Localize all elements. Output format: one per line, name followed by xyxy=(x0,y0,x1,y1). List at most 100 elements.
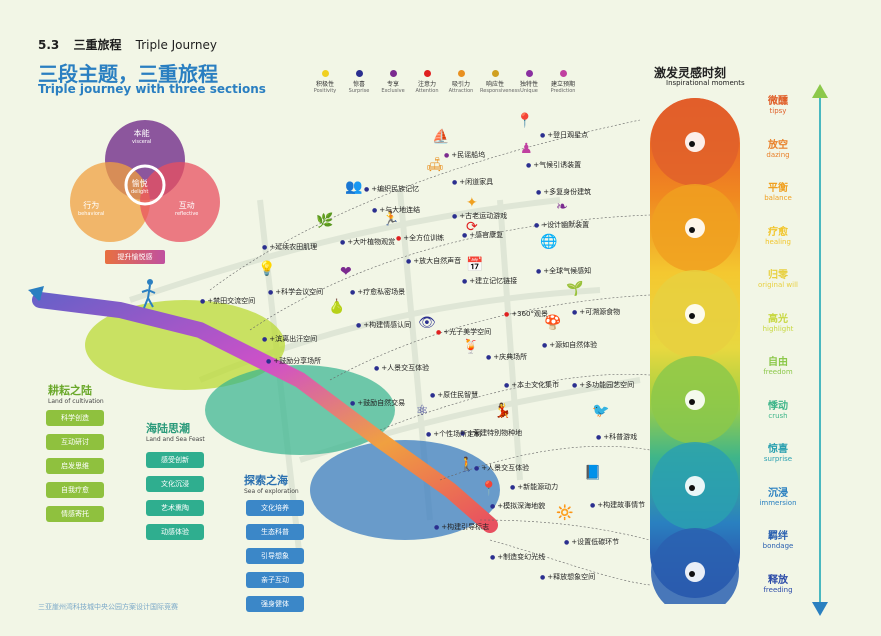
ship-icon: ⛵ xyxy=(432,129,450,145)
zone-tag: 强身健体 xyxy=(246,596,304,612)
cycle-icon: ⟳ xyxy=(466,219,478,235)
section-title-cn: 三重旅程 xyxy=(73,38,122,52)
zone-tag: 互动研讨 xyxy=(46,434,104,450)
mood-label-en: balance xyxy=(764,194,792,202)
zone-cultivation-subtitle: Land of cultivation xyxy=(48,398,104,405)
mood-label-en: healing xyxy=(765,237,791,246)
dancer-icon: 💃 xyxy=(494,403,512,419)
figure-icon: ♟ xyxy=(520,141,533,157)
legend-dot xyxy=(559,70,567,77)
journey-arrow-head xyxy=(28,286,44,300)
mood-label-en: dazing xyxy=(766,150,790,159)
zone-cultivation-area xyxy=(85,300,285,390)
zone-tag: 感受创新 xyxy=(146,452,204,468)
feature-label: +科学会议空间 xyxy=(268,287,323,297)
legend-dot xyxy=(321,70,329,77)
legend-label-en: Unique xyxy=(520,88,538,94)
mood-label-cn: 归零 xyxy=(768,270,788,281)
mood-dot xyxy=(689,399,695,405)
feature-label: +构建情感认同 xyxy=(356,320,411,330)
feature-label: +科普游戏 xyxy=(596,432,637,442)
feature-label: +疗愈私密场景 xyxy=(350,287,405,297)
drink-icon: 🍹 xyxy=(462,339,480,355)
feature-label: +构建引导标志 xyxy=(434,522,489,532)
legend-label-en: Attraction xyxy=(448,88,474,94)
bird-icon: 🐦 xyxy=(592,403,610,419)
feature-label: +登日观星点 xyxy=(540,130,588,140)
journey-path xyxy=(32,292,498,533)
legend-dot xyxy=(423,70,431,77)
feature-label: +营建特别物种地 xyxy=(460,428,522,438)
feature-label: +闲道家具 xyxy=(452,177,493,187)
feature-label: +鼓励自然交易 xyxy=(350,398,405,408)
zone-tag: 自我疗愈 xyxy=(46,482,104,498)
feature-label: +庆典场所 xyxy=(486,352,527,362)
feature-label: +人景交互体验 xyxy=(474,463,529,473)
delight-button: 提升愉悦感 xyxy=(105,250,165,264)
page-subtitle: Triple journey with three sections xyxy=(38,82,266,96)
feature-label: +禁田交流空间 xyxy=(200,296,255,306)
zone-cultivation: 耕耘之陆 Land of cultivation xyxy=(48,382,104,405)
feature-label: +360°观景 xyxy=(504,309,548,319)
fruit-icon: 🍐 xyxy=(328,299,346,315)
venn-center-label: 愉悦 delight xyxy=(131,178,148,195)
feature-label: +气候引诱装置 xyxy=(526,160,581,170)
venn-center-cn: 愉悦 xyxy=(131,179,148,188)
venn-right-cn: 互动 xyxy=(178,201,195,210)
section-heading: 5.3 三重旅程 Triple Journey xyxy=(38,36,227,53)
venn-top-label: 本能 visceral xyxy=(132,128,151,145)
mood-label-en: tipsy xyxy=(769,107,787,115)
footer-text: 三亚崖州湾科技城中央公园方案设计国际竞赛 xyxy=(38,603,178,611)
book-heart-icon: 📘 xyxy=(584,465,602,481)
venn-center-en: delight xyxy=(131,189,149,195)
legend-dot xyxy=(491,70,499,77)
section-number: 5.3 xyxy=(38,38,60,52)
venn-circle-left xyxy=(70,162,150,242)
feature-label: +源如自然体验 xyxy=(542,340,597,350)
mood-label-en: immersion xyxy=(759,498,797,507)
zone-land-sea-subtitle: Land and Sea Feast xyxy=(146,436,205,443)
heart-icon: ❤ xyxy=(340,264,352,280)
atom-icon: ⚛ xyxy=(416,403,429,419)
page-title: 三段主题，三重旅程 xyxy=(38,62,218,86)
feature-label: +大叶植物观赏 xyxy=(340,237,395,247)
zone-land-sea-area xyxy=(205,365,395,455)
legend-label-en: Exclusive xyxy=(381,88,405,94)
monstera-icon: 🌿 xyxy=(316,213,334,229)
eye-icon: 👁 xyxy=(418,315,436,331)
mood-circles xyxy=(650,98,740,604)
mood-label-cn: 惊喜 xyxy=(768,444,788,455)
legend-label-en: Prediction xyxy=(550,88,576,94)
runner-icon: 🏃 xyxy=(382,211,400,227)
feature-label: +放大自然声音 xyxy=(406,256,461,266)
legend-dot xyxy=(525,70,533,77)
mood-dot xyxy=(689,485,695,491)
globe-icon: 🌐 xyxy=(540,234,558,250)
mood-label-en: freedom xyxy=(763,368,793,376)
legend-label-cn: 独特性 xyxy=(519,81,538,88)
timeline-arrow xyxy=(812,84,828,616)
venn-top-en: visceral xyxy=(132,139,152,145)
calendar-icon: 📅 xyxy=(466,257,484,273)
mushroom-icon: 🍄 xyxy=(544,315,562,331)
zone-exploration-subtitle: Sea of exploration xyxy=(244,488,299,495)
zone-tag: 科学创造 xyxy=(46,410,104,426)
zone-tag: 艺术熏陶 xyxy=(146,500,204,516)
feature-label: +设计幽默装置 xyxy=(534,220,589,230)
venn-right-en: reflective xyxy=(175,211,199,217)
legend-dot xyxy=(389,70,397,77)
legend-label-en: Surprise xyxy=(348,88,370,94)
legend-label-cn: 吸引力 xyxy=(451,81,470,88)
feature-label: +释放想象空间 xyxy=(540,572,595,582)
venn-top-cn: 本能 xyxy=(133,129,150,138)
